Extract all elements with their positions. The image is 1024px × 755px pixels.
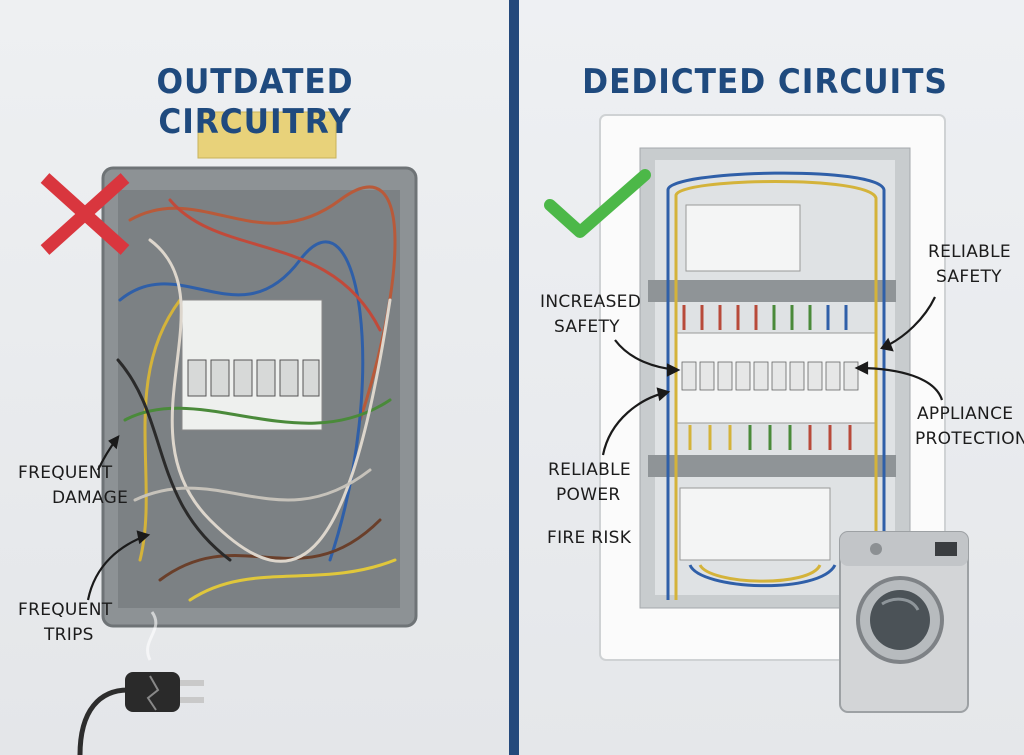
cross-mark-icon bbox=[40, 173, 130, 255]
label-fire-risk: FIRE RISK bbox=[547, 528, 632, 548]
label-reliable-safety: RELIABLE SAFETY bbox=[928, 242, 1011, 287]
new-breaker-box bbox=[599, 114, 946, 661]
label-reliable-power: RELIABLE POWER bbox=[548, 460, 631, 505]
old-label-plate bbox=[197, 111, 337, 159]
check-mark-icon bbox=[544, 169, 651, 238]
old-breaker-box bbox=[101, 111, 418, 628]
top-breaker-row bbox=[685, 204, 801, 272]
label-frequent-damage: FREQUENT DAMAGE bbox=[18, 463, 129, 508]
washing-machine-icon bbox=[839, 531, 969, 713]
center-divider bbox=[509, 0, 519, 755]
label-increased-safety: INCREASED SAFETY bbox=[540, 292, 642, 337]
plug-icon bbox=[77, 611, 204, 755]
left-heading: OUTDATED CIRCUITRY bbox=[156, 62, 354, 142]
arrow-appliance-protection bbox=[856, 366, 944, 401]
label-appliance-protection: APPLIANCE PROTECTION bbox=[915, 404, 1024, 449]
bottom-breaker-row bbox=[679, 487, 831, 561]
label-frequent-trips: FREQUENT TRIPS bbox=[18, 600, 113, 645]
right-heading: DEDICTED CIRCUITS bbox=[582, 62, 948, 102]
